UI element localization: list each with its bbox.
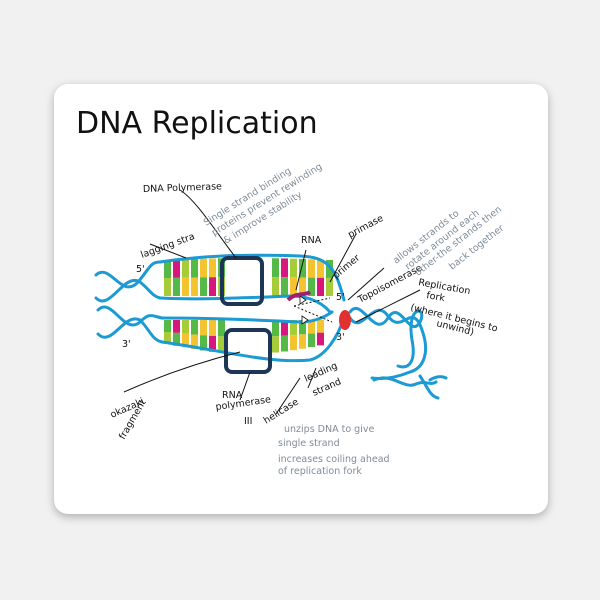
base-pair-half bbox=[173, 259, 180, 278]
base-pair-half bbox=[200, 320, 207, 336]
three-prime-left-label: 3' bbox=[122, 339, 131, 350]
base-pair-half bbox=[308, 320, 315, 334]
right-helix-3 bbox=[372, 376, 438, 387]
base-pair-half bbox=[299, 334, 306, 349]
label-leader-lines bbox=[123, 189, 421, 415]
replication-fork-label-2: fork bbox=[425, 290, 446, 304]
base-pair-half bbox=[317, 320, 324, 333]
helicase-note-3: increases coiling ahead bbox=[278, 454, 390, 465]
base-pair-half bbox=[164, 278, 171, 296]
base-pair-half bbox=[182, 277, 189, 296]
helicase-note-1: unzips DNA to give bbox=[284, 424, 374, 435]
primase-label: primase bbox=[346, 213, 385, 241]
right-helix-4 bbox=[418, 374, 440, 400]
base-pair-half bbox=[209, 258, 216, 278]
five-prime-top-label: 5' bbox=[136, 264, 145, 275]
base-pair-half bbox=[209, 335, 216, 352]
base-pair-half bbox=[272, 336, 279, 353]
base-pair-half bbox=[173, 277, 180, 296]
base-pair-half bbox=[200, 277, 207, 296]
base-pair-half bbox=[218, 336, 225, 353]
base-pair-half bbox=[200, 258, 207, 278]
left-twist-top-2 bbox=[94, 278, 162, 303]
base-pair-half bbox=[290, 258, 297, 278]
helicase-note-4: of replication fork bbox=[278, 466, 362, 477]
base-pair-half bbox=[272, 320, 279, 337]
base-pair-half bbox=[290, 320, 297, 336]
base-pair-half bbox=[164, 320, 171, 332]
dna-polymerase-label: DNA Polymerase bbox=[143, 181, 223, 195]
base-pair-half bbox=[308, 333, 315, 348]
base-pair-half bbox=[209, 320, 216, 336]
base-pair-half bbox=[299, 258, 306, 278]
dna-polymerase-enzyme bbox=[220, 256, 264, 306]
base-pair-half bbox=[281, 320, 288, 336]
helicase-pointers bbox=[293, 297, 333, 323]
base-pair-half bbox=[317, 259, 324, 278]
upper-inner-strand bbox=[158, 294, 332, 314]
base-pair-half bbox=[164, 332, 171, 344]
rna-label: RNA bbox=[301, 235, 322, 246]
base-pair-half bbox=[191, 277, 198, 296]
base-pair-half bbox=[182, 320, 189, 334]
left-twist-bottom bbox=[96, 305, 164, 327]
lower-outer-strand bbox=[160, 316, 346, 363]
base-pair-half bbox=[290, 277, 297, 296]
base-pair-half bbox=[218, 320, 225, 337]
lower-strand-base-pairs bbox=[164, 320, 324, 353]
base-pair-half bbox=[308, 277, 315, 296]
base-pair-half bbox=[209, 277, 216, 296]
base-pair-half bbox=[164, 260, 171, 278]
base-pair-half bbox=[317, 277, 324, 296]
rna-polymerase-enzyme bbox=[224, 328, 272, 374]
lower-inner-strand bbox=[160, 310, 334, 324]
rna-primer-segment bbox=[286, 290, 312, 302]
base-pair-half bbox=[272, 258, 279, 278]
left-twist-bottom-2 bbox=[96, 317, 164, 344]
diagram-title: DNA Replication bbox=[76, 106, 318, 141]
base-pair-half bbox=[200, 335, 207, 351]
base-pair-half bbox=[281, 277, 288, 296]
base-pair-half bbox=[281, 258, 288, 278]
right-helix-5 bbox=[428, 375, 448, 382]
rna-polymerase-label-1: RNA bbox=[222, 390, 243, 401]
ssb-note-2: proteins prevent rewinding bbox=[210, 161, 325, 238]
base-pair-half bbox=[191, 334, 198, 350]
rna-polymerase-label-3: III bbox=[244, 416, 252, 427]
base-pair-half bbox=[191, 259, 198, 278]
base-pair-half bbox=[326, 277, 333, 296]
base-pair-half bbox=[281, 335, 288, 352]
base-pair-half bbox=[299, 277, 306, 296]
base-pair-half bbox=[173, 332, 180, 346]
topoisomerase-enzyme bbox=[339, 310, 351, 330]
base-pair-half bbox=[182, 259, 189, 278]
base-pair-half bbox=[272, 277, 279, 296]
dna-backbone bbox=[94, 253, 448, 400]
base-pair-half bbox=[182, 333, 189, 348]
lagging-strand-label: lagging stra bbox=[139, 231, 196, 261]
three-prime-fork-label: 3' bbox=[336, 332, 345, 343]
five-prime-fork-label: 5' bbox=[336, 292, 345, 303]
base-pair-half bbox=[317, 332, 324, 346]
right-helix-2 bbox=[348, 308, 427, 380]
primer-label: primer bbox=[331, 253, 362, 282]
base-pair-half bbox=[326, 259, 333, 278]
base-pair-half bbox=[173, 320, 180, 333]
helicase-note-2: single strand bbox=[278, 438, 340, 449]
base-pair-half bbox=[290, 335, 297, 351]
helicase-arrows bbox=[299, 295, 309, 325]
upper-outer-strand bbox=[158, 253, 346, 302]
upper-strand-base-pairs bbox=[164, 258, 333, 296]
base-pair-half bbox=[308, 259, 315, 278]
base-pair-half bbox=[191, 320, 198, 335]
base-pair-half bbox=[299, 320, 306, 335]
